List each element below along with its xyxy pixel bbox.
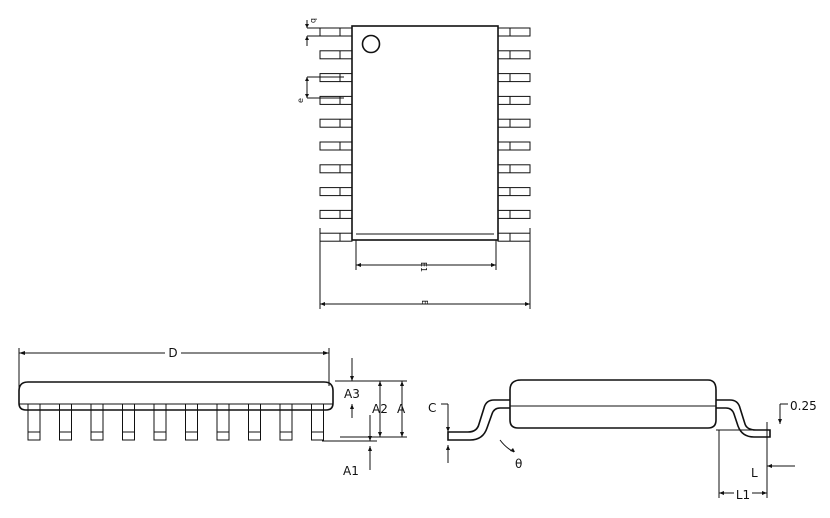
pin-right bbox=[497, 27, 531, 37]
package-body-end bbox=[509, 379, 717, 429]
pin-left bbox=[319, 232, 353, 242]
side-pin bbox=[122, 403, 135, 441]
dimension-d-label: D bbox=[168, 346, 177, 360]
pin-left bbox=[319, 187, 353, 197]
side-pin bbox=[185, 403, 198, 441]
dimension-l-label: L bbox=[751, 466, 758, 480]
dimension-theta-label: θ bbox=[515, 457, 522, 471]
side-pin bbox=[90, 403, 104, 441]
dimension-gauge-label: 0.25 bbox=[790, 399, 817, 413]
pin-left bbox=[319, 209, 353, 219]
dimension-a2: A2 bbox=[372, 381, 388, 437]
dimension-e1-label: E1 bbox=[419, 262, 428, 272]
dimension-a1: A1 bbox=[322, 415, 377, 478]
dimension-gauge: 0.25 bbox=[778, 399, 817, 424]
pin-right bbox=[497, 118, 531, 128]
side-pin bbox=[153, 403, 167, 441]
left-lead-end bbox=[447, 399, 510, 441]
pin-right bbox=[497, 95, 531, 105]
dimension-e-overall-label: E bbox=[420, 300, 429, 305]
dimension-b: b bbox=[305, 18, 344, 46]
pin1-marker bbox=[361, 34, 381, 54]
pin-left bbox=[319, 27, 353, 37]
dimension-l1: L1 bbox=[718, 430, 767, 502]
side-pin bbox=[311, 403, 324, 441]
dimension-d: D bbox=[18, 346, 330, 390]
pin-left bbox=[319, 50, 353, 60]
pin-right bbox=[497, 141, 531, 151]
top-view: b e E1 E bbox=[296, 18, 531, 309]
right-lead-end bbox=[716, 399, 771, 438]
side-pins bbox=[27, 403, 324, 441]
dimension-a1-label: A1 bbox=[343, 464, 359, 478]
side-pin bbox=[27, 403, 41, 441]
dimension-e: e bbox=[296, 76, 344, 103]
dimension-c-label: C bbox=[428, 401, 436, 415]
pin-left bbox=[319, 73, 353, 83]
dimension-a-label: A bbox=[397, 402, 406, 416]
side-view: D A3 A2 A bbox=[18, 346, 407, 478]
dimension-l1-label: L1 bbox=[736, 488, 750, 502]
pin-left bbox=[319, 164, 353, 174]
side-pin bbox=[248, 403, 261, 441]
right-pins bbox=[497, 27, 531, 242]
pin-right bbox=[497, 209, 531, 219]
pin-right bbox=[497, 187, 531, 197]
side-pin bbox=[59, 403, 72, 441]
pin-right bbox=[497, 50, 531, 60]
dimension-a3: A3 bbox=[335, 358, 360, 418]
dimension-c: C bbox=[428, 401, 450, 463]
side-pin bbox=[216, 403, 230, 441]
pin-left bbox=[319, 118, 353, 128]
pin-left bbox=[319, 95, 353, 105]
dimension-l: L bbox=[751, 422, 795, 498]
dimension-a2-label: A2 bbox=[372, 402, 388, 416]
end-view: C θ 0.25 L L1 bbox=[428, 379, 817, 502]
pin-left bbox=[319, 141, 353, 151]
package-body-side bbox=[18, 381, 334, 411]
pin-right bbox=[497, 73, 531, 83]
side-pin bbox=[279, 403, 293, 441]
package-body-top bbox=[351, 25, 499, 241]
dimension-a3-label: A3 bbox=[344, 387, 360, 401]
dimension-e-overall: E bbox=[319, 228, 531, 309]
dimension-e-label: e bbox=[296, 98, 305, 103]
left-pins bbox=[319, 27, 353, 242]
dimension-theta: θ bbox=[499, 439, 522, 471]
dimension-a: A bbox=[340, 380, 407, 438]
dimension-e1: E1 bbox=[355, 240, 497, 272]
pin-right bbox=[497, 164, 531, 174]
pin-right bbox=[497, 232, 531, 242]
dimension-b-label: b bbox=[309, 18, 318, 23]
